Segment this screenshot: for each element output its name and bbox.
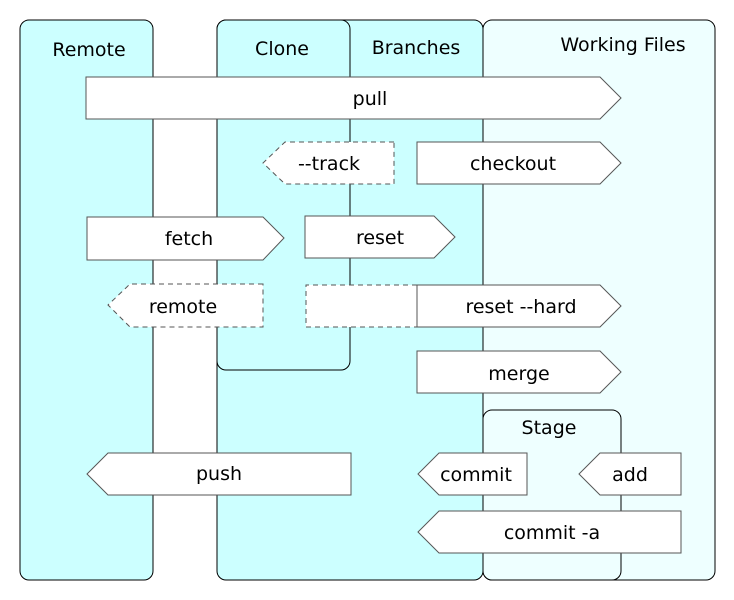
track-label: --track [298, 153, 360, 175]
commit-a-label: commit -a [504, 522, 600, 544]
remote-lane-title: Remote [52, 39, 125, 61]
remote-arrow [107, 283, 264, 328]
commit-arrow [417, 452, 528, 496]
commit-label: commit [440, 464, 512, 486]
merge-label: merge [488, 363, 549, 385]
add-label: add [612, 464, 648, 486]
pull-label: pull [353, 88, 388, 110]
push-arrow [86, 452, 352, 496]
branches-lane-title: Branches [372, 37, 461, 59]
merge-arrow [416, 350, 622, 394]
reset-hard-arrow [416, 284, 622, 328]
add-arrow [578, 452, 682, 496]
reset-hard-label: reset --hard [465, 296, 576, 318]
clone-lane-title: Clone [255, 38, 309, 60]
track-arrow [262, 141, 395, 185]
fetch-label: fetch [165, 228, 213, 250]
working-files-lane-title: Working Files [560, 34, 685, 56]
checkout-arrow [416, 141, 622, 185]
commit-a-arrow [417, 510, 682, 554]
stage-lane-title: Stage [522, 417, 577, 439]
reset-label: reset [356, 227, 404, 249]
fetch-arrow [86, 216, 285, 261]
push-label: push [196, 463, 242, 485]
remote-label: remote [149, 296, 217, 318]
reset-hard-dashed-tail [305, 284, 417, 328]
checkout-label: checkout [470, 153, 556, 175]
reset-arrow [304, 215, 456, 259]
pull-arrow [85, 76, 622, 120]
